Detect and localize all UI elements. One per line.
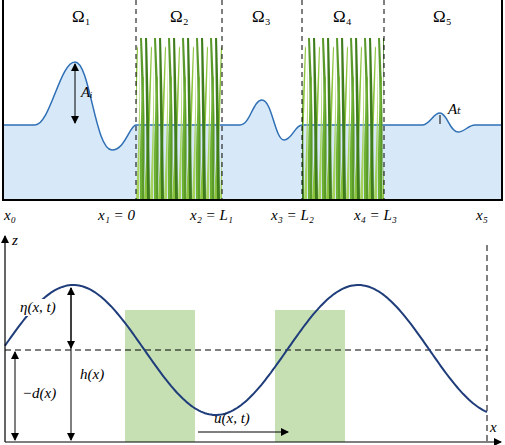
math-label: Aₜ (448, 101, 461, 118)
z-axis (4, 236, 5, 442)
math-label: −d(x) (20, 385, 58, 402)
math-label: η(x, t) (18, 299, 58, 316)
math-label: x₃ = L₂ (271, 207, 314, 224)
vegetation-block (275, 310, 345, 442)
region-label: Ω₃ (252, 8, 271, 27)
depth-arrow (15, 352, 16, 440)
region-boundary (136, 0, 137, 200)
math-label: z (12, 232, 18, 249)
region-label: Ω₂ (170, 8, 189, 27)
math-label: x (490, 419, 497, 436)
region-boundary (136, 0, 384, 200)
region-boundary (384, 0, 385, 200)
tank-wall (3, 0, 502, 200)
math-label: x₅ (476, 207, 488, 224)
free-surface (3, 62, 502, 150)
amplitude-arrow (440, 115, 441, 124)
x-axis (5, 441, 501, 442)
region-label: Ω₁ (72, 8, 91, 27)
region-label: Ω₄ (333, 8, 352, 27)
math-label: x₁ = 0 (98, 207, 135, 224)
region-boundary (222, 0, 223, 200)
math-label: x₀ (4, 207, 16, 224)
wave-profile (5, 285, 487, 415)
water-body (3, 62, 502, 200)
vegetation-patch (302, 38, 384, 200)
math-label: u(x, t) (214, 410, 250, 427)
region-boundary (302, 0, 303, 200)
math-label: h(x) (78, 366, 106, 383)
mean-level (5, 350, 487, 351)
vegetation-patch (136, 38, 222, 200)
math-label: x₄ = L₃ (354, 207, 397, 224)
vegetation-block (125, 310, 195, 442)
velocity-arrow (198, 432, 288, 433)
amplitude-arrow (75, 64, 76, 123)
region-label: Ω₅ (433, 8, 452, 27)
math-label: Aᵢ (81, 84, 93, 101)
depth-arrow (71, 288, 72, 440)
math-label: x₂ = L₁ (190, 207, 233, 224)
